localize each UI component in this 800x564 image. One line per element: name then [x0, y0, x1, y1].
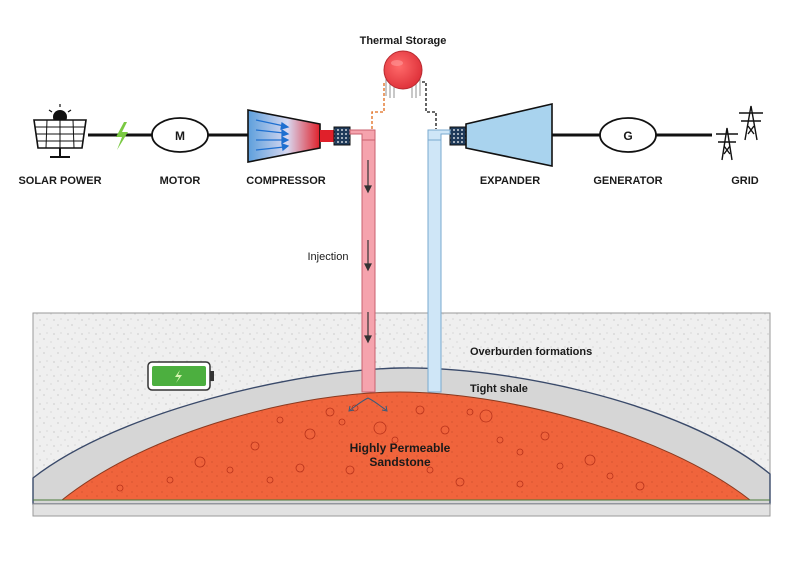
generator-symbol	[599, 117, 657, 153]
expander-unit	[465, 102, 553, 167]
basement-layer	[32, 503, 771, 517]
label-compressor: COMPRESSOR	[246, 175, 326, 187]
label-expander: EXPANDER	[480, 175, 540, 187]
thermal-storage-tank	[383, 50, 423, 98]
outflow-arrows	[348, 397, 388, 412]
motor-letter: M	[175, 129, 185, 143]
lightning-bolt-icon	[116, 122, 128, 150]
motor-symbol	[151, 117, 209, 153]
label-motor: MOTOR	[160, 175, 201, 187]
label-sandstone-1: Highly Permeable	[350, 441, 451, 455]
label-grid: GRID	[731, 175, 759, 187]
storage-cold-line	[422, 81, 437, 129]
label-solar-power: SOLAR POWER	[18, 175, 101, 187]
label-tight-shale: Tight shale	[470, 383, 528, 395]
hot-air-pipe	[349, 129, 376, 141]
compressor-unit	[247, 109, 334, 163]
production-well	[427, 133, 442, 393]
label-sandstone-2: Sandstone	[369, 455, 431, 469]
gas-bubbles	[116, 404, 645, 492]
generator-letter: G	[623, 129, 632, 143]
expander-heat-exchanger	[449, 126, 467, 146]
injection-arrows	[364, 160, 372, 344]
label-generator: GENERATOR	[593, 175, 662, 187]
solar-panel-icon	[33, 104, 87, 158]
label-overburden: Overburden formations	[470, 346, 592, 358]
storage-hot-line	[371, 82, 385, 129]
label-injection: Injection	[308, 251, 349, 263]
power-pylon-icon	[716, 105, 763, 161]
battery-icon	[147, 361, 214, 391]
cold-air-pipe	[427, 129, 451, 141]
compressor-heat-exchanger	[333, 126, 351, 146]
label-thermal-storage: Thermal Storage	[360, 35, 447, 47]
sandstone-reservoir	[60, 391, 752, 501]
